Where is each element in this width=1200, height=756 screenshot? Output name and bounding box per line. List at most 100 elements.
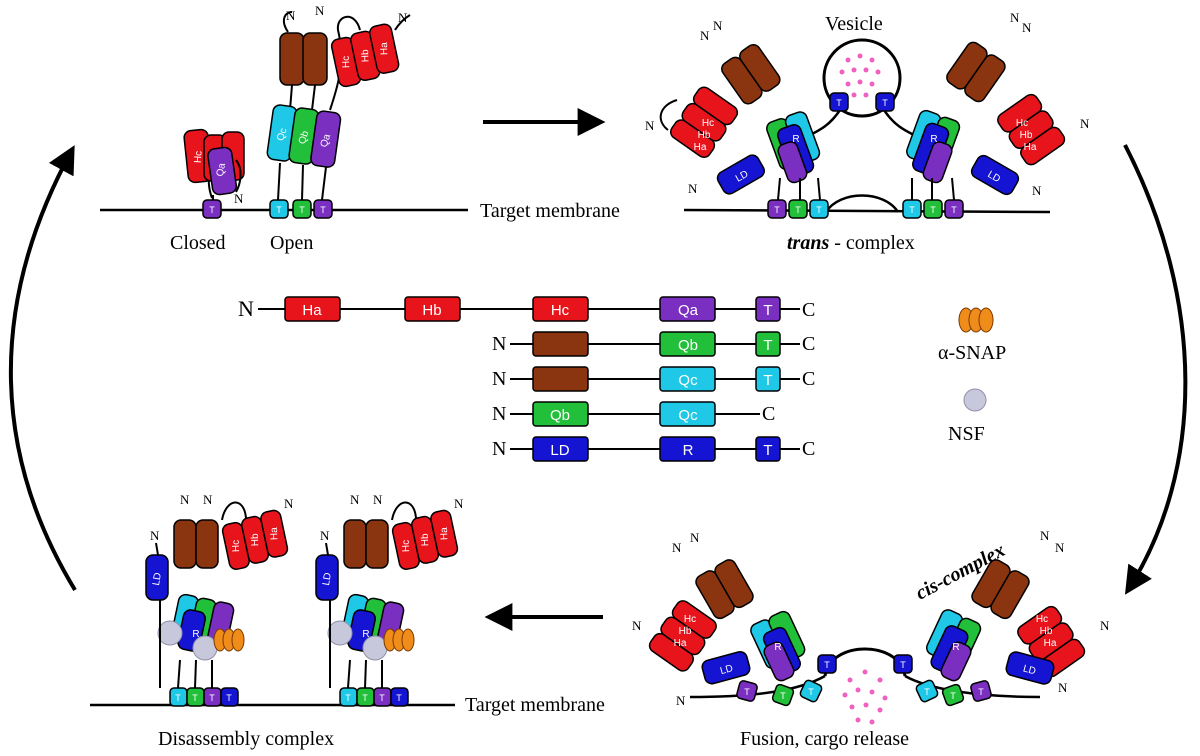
svg-text:LD: LD: [151, 572, 164, 587]
svg-text:Hc: Hc: [1036, 614, 1048, 625]
svg-text:T: T: [780, 691, 786, 701]
domain-row-snap25: N Qb Qc C: [492, 401, 775, 427]
svg-text:N: N: [676, 693, 686, 708]
svg-text:T: T: [950, 691, 956, 701]
cycle-arrows: [8, 108, 1188, 631]
nsf-label: NSF: [948, 423, 985, 445]
svg-text:Hb: Hb: [698, 130, 711, 141]
trans-complex-label: trans - complex: [787, 232, 915, 254]
svg-text:T: T: [795, 205, 801, 215]
svg-text:N: N: [203, 492, 213, 507]
svg-text:N: N: [713, 18, 723, 33]
svg-text:N: N: [492, 438, 506, 460]
svg-text:T: T: [276, 205, 282, 215]
svg-text:N: N: [238, 296, 254, 321]
svg-text:T: T: [808, 687, 814, 697]
svg-text:R: R: [792, 134, 799, 145]
svg-text:N: N: [645, 118, 655, 133]
svg-text:T: T: [345, 693, 351, 703]
legend: α-SNAP NSF: [938, 307, 1006, 445]
svg-text:T: T: [226, 693, 232, 703]
svg-text:T: T: [209, 693, 215, 703]
svg-text:LD: LD: [321, 572, 334, 587]
svg-text:N: N: [315, 3, 325, 18]
alpha-snap-icon: [958, 307, 994, 333]
svg-text:T: T: [396, 693, 402, 703]
svg-text:Hc: Hc: [1016, 118, 1028, 129]
svg-text:N: N: [284, 496, 294, 511]
svg-text:Qa: Qa: [678, 302, 699, 319]
svg-text:N: N: [1058, 680, 1068, 695]
fusion-label: Fusion, cargo release: [740, 728, 909, 750]
svg-text:T: T: [978, 687, 984, 697]
svg-text:Ha: Ha: [694, 142, 707, 153]
domain-row-qc-snare: N Qc T C: [492, 366, 815, 392]
svg-text:T: T: [320, 205, 326, 215]
domain-row-qb-snare: N Qb T C: [492, 331, 815, 357]
svg-text:Ha: Ha: [1024, 142, 1037, 153]
svg-text:Qb: Qb: [550, 407, 570, 424]
svg-text:N: N: [350, 492, 360, 507]
trans-complex-panel: Vesicle T T N N Hc: [645, 10, 1090, 254]
svg-text:T: T: [763, 372, 772, 389]
svg-text:Qc: Qc: [678, 407, 698, 424]
svg-text:T: T: [824, 660, 830, 670]
svg-text:R: R: [930, 134, 937, 145]
svg-text:Qc: Qc: [275, 127, 289, 143]
svg-text:N: N: [492, 333, 506, 355]
svg-text:Qa: Qa: [319, 132, 334, 149]
svg-text:T: T: [362, 693, 368, 703]
closed-syntaxin: Hc Qa N T: [183, 128, 245, 219]
domain-row-syntaxin: N Ha Hb Hc Qa T C: [238, 296, 815, 322]
disassembly-label: Disassembly complex: [158, 728, 334, 750]
trans-right-cluster: N N Hc Hb Ha N R: [902, 10, 1090, 219]
svg-text:C: C: [802, 368, 815, 390]
svg-text:Ha: Ha: [302, 302, 322, 319]
svg-text:N: N: [632, 618, 642, 633]
vesicle-label: Vesicle: [825, 13, 883, 35]
svg-text:T: T: [924, 687, 930, 697]
open-snares: N N Qc Qb Qa Hc Hb Ha: [266, 3, 411, 219]
released-cargo-dots: [842, 669, 888, 725]
svg-text:N: N: [492, 368, 506, 390]
svg-text:N: N: [320, 528, 330, 543]
closed-label: Closed: [170, 232, 226, 254]
membrane-bulge: [824, 194, 900, 213]
svg-text:N: N: [1032, 183, 1042, 198]
svg-text:N: N: [454, 496, 464, 511]
svg-text:Hb: Hb: [360, 49, 371, 63]
alpha-snap-bound-2: [383, 628, 415, 652]
svg-text:N: N: [688, 181, 698, 196]
disassembly-panel: Target membrane Disassembly complex N LD…: [90, 492, 605, 750]
svg-text:N: N: [690, 530, 700, 545]
svg-text:LD: LD: [550, 442, 569, 459]
cis-right-cluster: N N Hc Hb Ha N R: [915, 528, 1110, 707]
svg-text:Hb: Hb: [420, 533, 431, 547]
membrane-top-right: [683, 208, 1051, 214]
open-label: Open: [270, 232, 313, 254]
svg-text:N: N: [700, 28, 710, 43]
svg-text:Hc: Hc: [401, 540, 412, 553]
domain-architecture: N Ha Hb Hc Qa T C N Qb T C: [238, 296, 815, 462]
svg-text:T: T: [744, 687, 750, 697]
svg-text:Ha: Ha: [1044, 638, 1057, 649]
svg-text:Hc: Hc: [341, 56, 352, 69]
svg-text:T: T: [763, 302, 772, 319]
svg-text:N: N: [234, 191, 244, 206]
svg-text:Ha: Ha: [379, 42, 390, 56]
svg-text:Qa: Qa: [215, 162, 228, 177]
disassembly-complex-1: N LD N N Hc Hb Ha N: [145, 492, 294, 707]
svg-text:Hb: Hb: [1020, 130, 1033, 141]
svg-text:LD: LD: [1022, 663, 1037, 677]
svg-text:Hc: Hc: [702, 118, 714, 129]
svg-text:N: N: [150, 528, 160, 543]
svg-text:Hb: Hb: [250, 533, 261, 547]
alpha-snap-bound-1: [213, 628, 245, 652]
trans-left-cluster: N N Hc Hb Ha N R: [645, 18, 829, 219]
target-membrane-bottom-label: Target membrane: [465, 694, 605, 716]
svg-text:Hc: Hc: [231, 540, 242, 553]
alpha-snap-label: α-SNAP: [938, 342, 1006, 364]
svg-text:C: C: [762, 403, 775, 425]
svg-text:Ha: Ha: [439, 527, 450, 541]
